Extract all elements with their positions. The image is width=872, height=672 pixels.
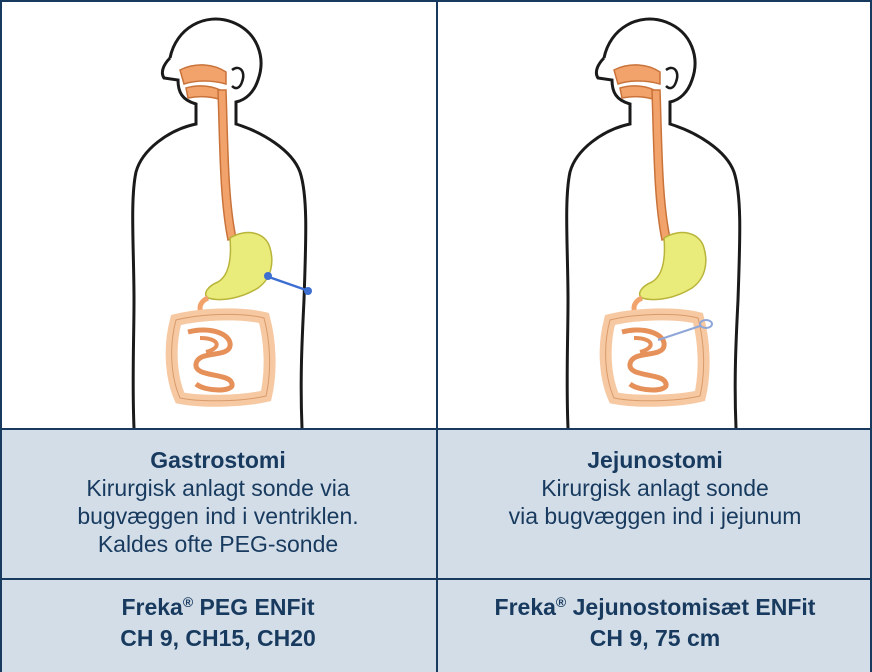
left-description-line: Kaldes ofte PEG-sonde (0, 530, 436, 558)
left-product-name: Freka® PEG ENFit (0, 592, 436, 623)
left-product-cell: Freka® PEG ENFit CH 9, CH15, CH20 (0, 580, 436, 672)
product-name: PEG ENFit (193, 594, 314, 620)
table-divider-vertical (436, 0, 438, 672)
product-name: Jejunostomisæt ENFit (566, 594, 815, 620)
left-description-line: Kirurgisk anlagt sonde via (0, 474, 436, 502)
right-description-cell: Jejunostomi Kirurgisk anlagt sonde via b… (438, 430, 872, 578)
right-description-line: via bugvæggen ind i jejunum (438, 502, 872, 530)
stomach-peg-tube-icon (0, 0, 436, 428)
right-title: Jejunostomi (438, 446, 872, 474)
brand-name: Freka (121, 594, 182, 620)
left-illustration-cell (0, 0, 436, 428)
registered-mark: ® (556, 594, 566, 610)
right-illustration-cell (438, 0, 872, 428)
right-product-cell: Freka® Jejunostomisæt ENFit CH 9, 75 cm (438, 580, 872, 672)
table-divider-row1 (0, 428, 872, 430)
left-product-sizes: CH 9, CH15, CH20 (0, 623, 436, 654)
right-product-name: Freka® Jejunostomisæt ENFit (438, 592, 872, 623)
registered-mark: ® (183, 594, 193, 610)
jejunum-tube-icon (438, 0, 872, 428)
table-border-left (0, 0, 2, 672)
left-description-line: bugvæggen ind i ventriklen. (0, 502, 436, 530)
left-title: Gastrostomi (0, 446, 436, 474)
left-description-cell: Gastrostomi Kirurgisk anlagt sonde via b… (0, 430, 436, 578)
right-description-line: Kirurgisk anlagt sonde (438, 474, 872, 502)
right-product-sizes: CH 9, 75 cm (438, 623, 872, 654)
table-divider-row2 (0, 578, 872, 580)
brand-name: Freka (495, 594, 556, 620)
